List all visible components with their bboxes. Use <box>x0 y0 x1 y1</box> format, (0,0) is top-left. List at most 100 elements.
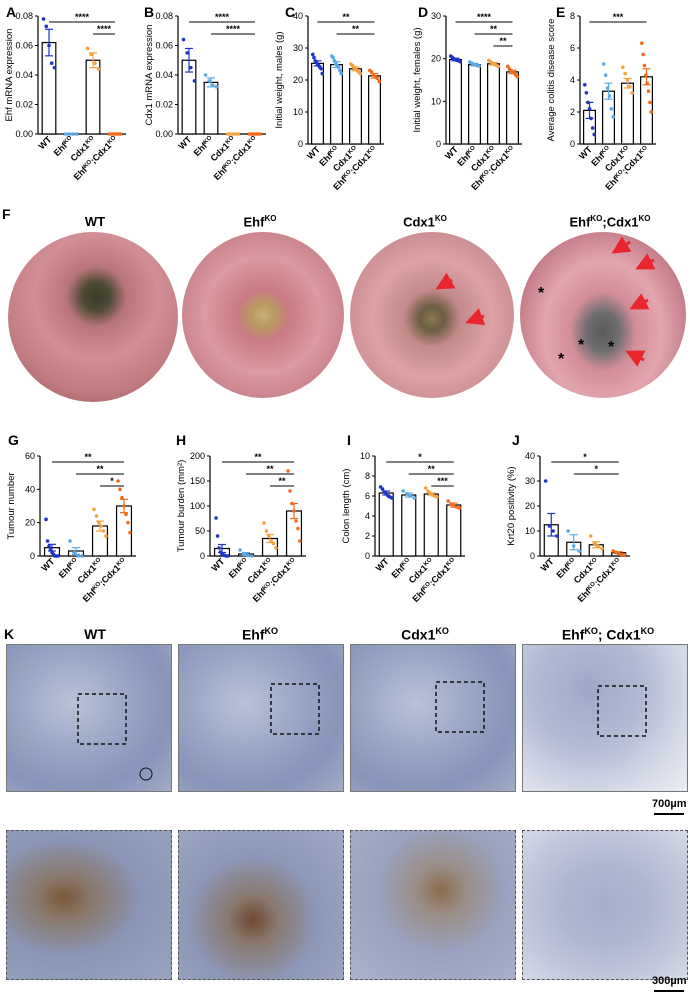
significance-label: ** <box>254 452 262 462</box>
data-point <box>242 552 246 557</box>
tumour-arrow <box>611 236 632 254</box>
data-point <box>592 132 597 137</box>
x-tick-label-sup: KO <box>586 581 597 592</box>
x-tick-label-sup: KO <box>400 557 411 568</box>
data-point <box>600 546 604 551</box>
data-point <box>358 71 363 76</box>
y-tick-label: 0.06 <box>15 41 33 51</box>
significance-label: *** <box>437 476 448 486</box>
data-point <box>620 65 625 69</box>
x-tick-label-sup: KO <box>504 145 515 156</box>
x-tick-label-sup: KO <box>480 169 491 180</box>
y-tick-label: 0 <box>30 551 35 561</box>
asterisk-mark: * <box>558 351 565 368</box>
data-point <box>649 110 654 114</box>
x-tick-label-sup: KO <box>423 557 434 568</box>
y-tick-label: 40 <box>525 451 535 461</box>
x-tick-label-sup: KO <box>342 169 353 180</box>
data-point <box>271 541 276 546</box>
y-tick-label: 10 <box>360 451 370 461</box>
data-point <box>390 496 394 500</box>
data-point <box>566 529 570 533</box>
y-tick-label: 20 <box>525 501 535 511</box>
data-point <box>294 519 298 523</box>
significance-label: ** <box>499 36 507 46</box>
zoom-box <box>597 685 647 737</box>
endoscopy-image-ehf <box>182 232 344 398</box>
data-point <box>68 539 72 543</box>
data-point <box>619 552 624 557</box>
data-point <box>331 55 335 60</box>
y-tick-label: 30 <box>431 11 441 21</box>
data-point <box>45 539 50 543</box>
data-point <box>515 74 520 79</box>
data-point <box>267 534 271 538</box>
data-point <box>375 76 380 81</box>
x-tick-label-sup: KO <box>223 159 234 170</box>
data-point <box>630 91 635 95</box>
y-tick-label: 0.08 <box>155 11 173 21</box>
data-point <box>320 71 325 76</box>
endoscopy-image-dko <box>520 232 686 398</box>
y-tick-label: 0 <box>200 551 205 561</box>
data-point <box>71 132 75 136</box>
x-tick-label-sup: KO <box>485 145 496 156</box>
significance-label: ** <box>278 476 286 486</box>
significance-label: ** <box>342 12 350 22</box>
data-point <box>214 85 219 89</box>
data-point <box>214 516 218 520</box>
panel-label-I: I <box>347 432 351 448</box>
panel-label-C: C <box>285 4 296 20</box>
data-point <box>457 506 462 510</box>
data-point <box>596 544 600 548</box>
panel-label-F: F <box>2 206 11 222</box>
data-point <box>644 73 648 77</box>
asterisk-mark: * <box>578 337 585 354</box>
data-point <box>369 70 374 74</box>
y-axis-label: Krt20 positivity (%) <box>506 466 517 545</box>
data-point <box>76 554 80 558</box>
y-tick-label: 0.04 <box>155 70 173 80</box>
data-point <box>47 43 51 48</box>
data-point <box>226 554 230 558</box>
significance-label: * <box>418 452 422 462</box>
y-tick-label: 8 <box>570 11 575 21</box>
x-tick-label-sup: KO <box>262 581 273 592</box>
data-point <box>589 116 593 121</box>
y-tick-label: 0 <box>298 139 303 149</box>
data-point <box>264 529 269 533</box>
scale-label-top: 700µm <box>652 798 687 810</box>
data-point <box>628 84 632 89</box>
data-point <box>339 71 344 76</box>
data-point <box>101 529 106 533</box>
x-tick-label-sup: KO <box>68 557 79 568</box>
significance-label: **** <box>97 24 112 34</box>
y-tick-label: 150 <box>190 476 205 486</box>
data-point <box>590 126 595 130</box>
data-point <box>405 492 409 496</box>
significance-label: * <box>594 464 598 474</box>
data-point <box>128 530 132 535</box>
asterisk-mark: * <box>608 339 615 356</box>
data-point <box>290 501 294 506</box>
data-point <box>588 534 593 538</box>
data-point <box>611 549 615 553</box>
data-point <box>310 52 315 57</box>
data-point <box>189 65 193 70</box>
data-point <box>582 83 587 87</box>
x-tick-label-sup: KO <box>85 135 96 146</box>
data-point <box>185 51 189 55</box>
panel-label-A: A <box>6 4 17 20</box>
x-tick-label-sup: KO <box>328 145 339 156</box>
data-point <box>41 17 46 21</box>
data-point <box>96 67 101 71</box>
y-tick-label: 6 <box>570 43 575 53</box>
data-point <box>607 94 612 98</box>
y-axis-label: Tumour number <box>6 472 17 539</box>
y-tick-label: 4 <box>570 75 575 85</box>
y-tick-label: 20 <box>431 54 441 64</box>
y-tick-label: 0 <box>436 139 441 149</box>
data-point <box>215 534 220 538</box>
data-point <box>118 132 123 136</box>
panel-label-J: J <box>512 432 520 448</box>
